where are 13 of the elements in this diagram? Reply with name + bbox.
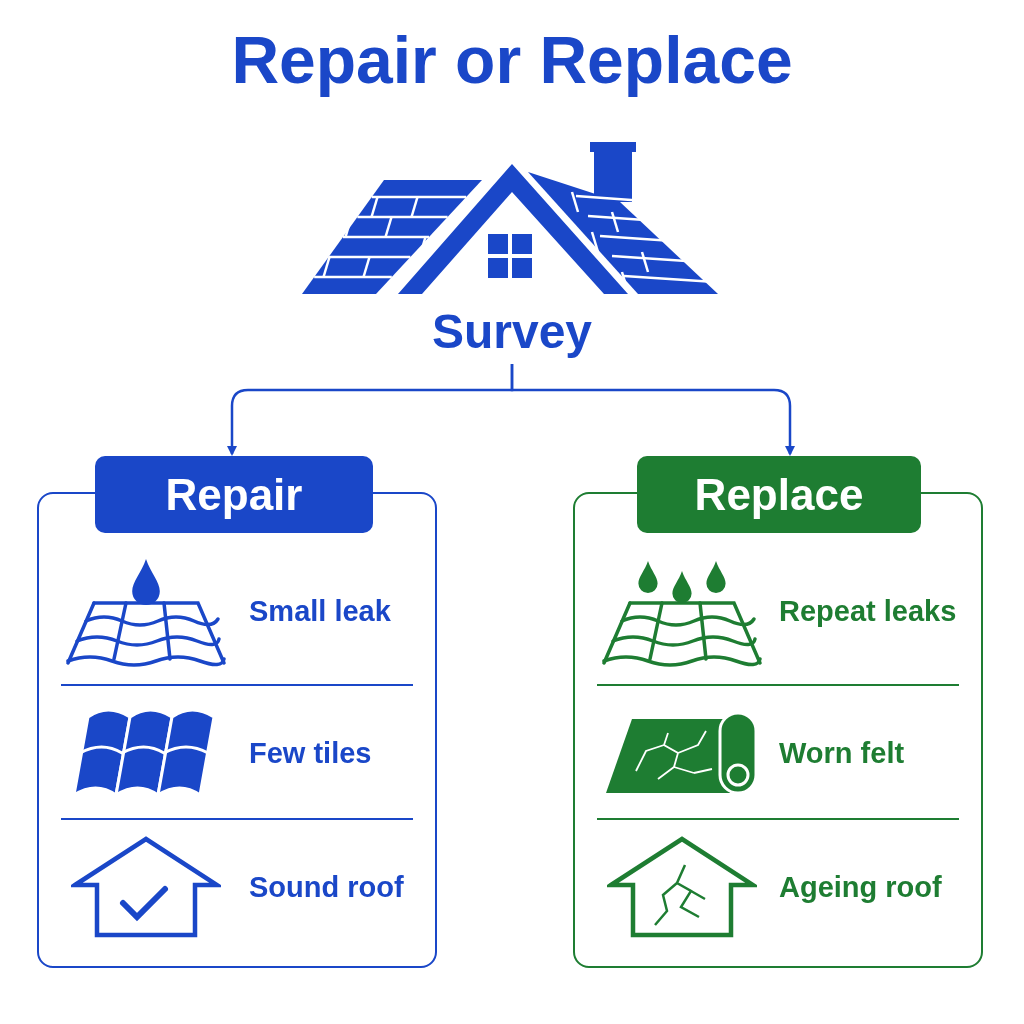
panel-heading: Replace — [637, 456, 921, 533]
item-label: Ageing roof — [779, 870, 942, 904]
arrow — [510, 364, 795, 456]
item-label: Repeat leaks — [779, 594, 957, 628]
option-panel — [37, 456, 437, 968]
item-label: Worn felt — [779, 736, 905, 770]
item-label: Few tiles — [249, 736, 372, 770]
title: Repair or Replace — [230, 22, 794, 98]
item-label: Small leak — [249, 594, 391, 628]
survey-label: Survey — [431, 308, 593, 356]
item-label: Sound roof — [249, 870, 404, 904]
panel-heading: Repair — [95, 456, 373, 533]
option-panel — [573, 456, 983, 968]
